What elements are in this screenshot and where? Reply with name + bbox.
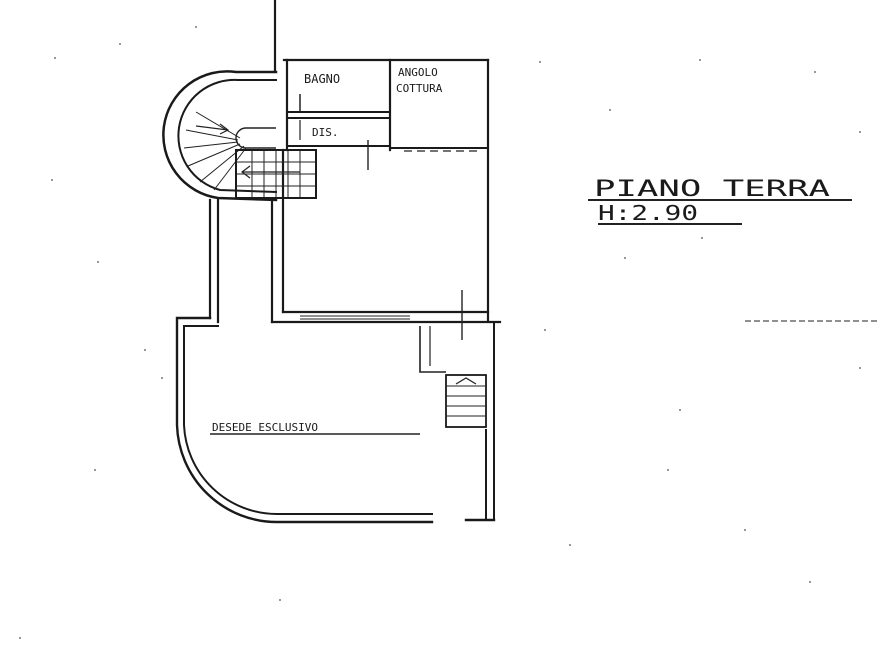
- room-label-hallway: DIS.: [312, 126, 339, 139]
- floor-title: PIANO TERRA: [594, 177, 830, 202]
- building-walls: [270, 0, 502, 340]
- corridor-walls: [208, 198, 220, 324]
- floor-height: H:2.90: [598, 201, 698, 225]
- courtyard-boundary: [175, 316, 496, 524]
- room-label-kitchen-line1: ANGOLO: [398, 66, 438, 79]
- room-label-bathroom: BAGNO: [304, 72, 340, 86]
- room-label-courtyard: DESEDE ESCLUSIVO: [212, 421, 318, 434]
- room-label-kitchen-line2: COTTURA: [396, 82, 443, 95]
- scan-speckles: [19, 26, 861, 639]
- spiral-staircase: [162, 70, 317, 202]
